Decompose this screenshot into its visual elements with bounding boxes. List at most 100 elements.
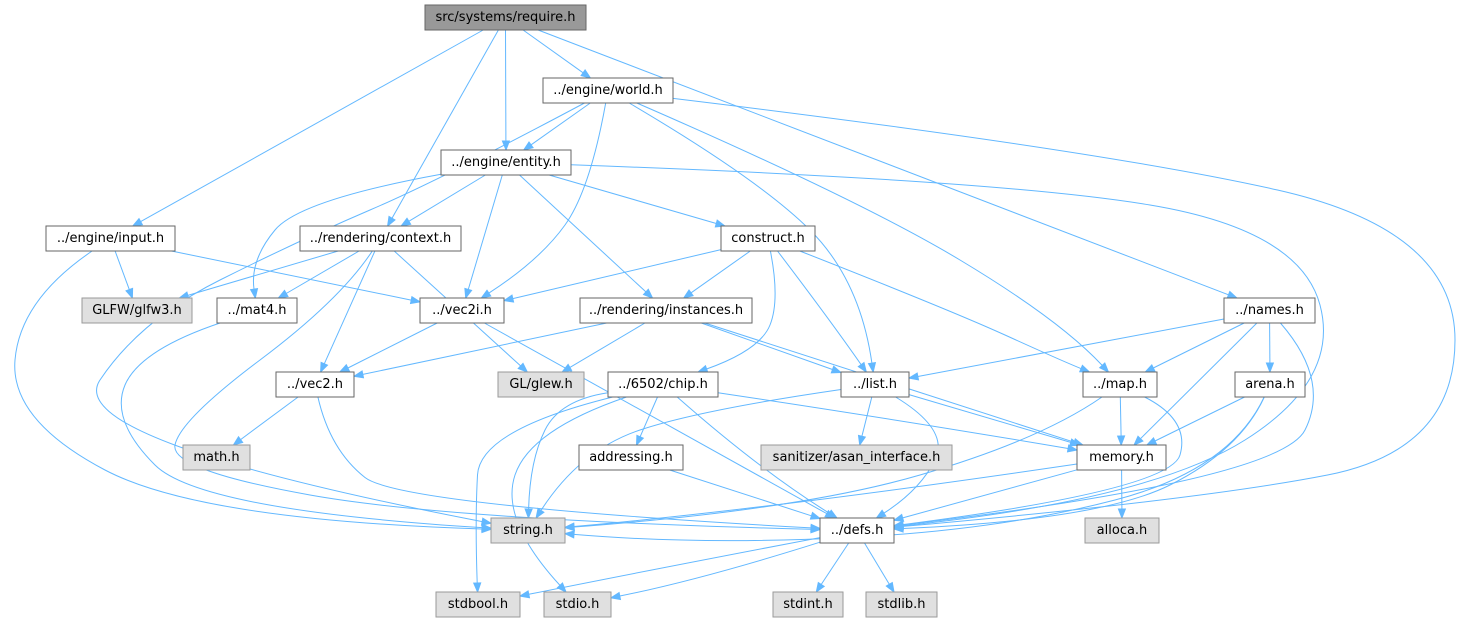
arrowhead-icon xyxy=(560,363,573,373)
arrowhead-icon xyxy=(1226,290,1239,299)
edge-line xyxy=(1140,322,1258,440)
node-label: GL/glew.h xyxy=(509,377,572,392)
node-box xyxy=(440,149,572,176)
edge-require-to-names xyxy=(537,29,1239,299)
arrowhead-icon xyxy=(714,219,727,228)
arrowhead-icon xyxy=(535,507,545,520)
node-entity[interactable]: ../engine/entity.h xyxy=(440,149,572,176)
node-glfw: GLFW/glfw3.h xyxy=(81,297,193,324)
edge-construct-to-chip xyxy=(696,250,776,373)
arrowhead-icon xyxy=(472,582,482,594)
arrowhead-icon xyxy=(386,215,396,228)
edge-chip-to-stdbool xyxy=(472,396,613,594)
edge-input-to-glfw xyxy=(114,250,134,300)
node-list[interactable]: ../list.h xyxy=(840,371,910,398)
node-box xyxy=(542,77,674,104)
node-vec2i[interactable]: ../vec2i.h xyxy=(419,297,505,324)
arrowhead-icon xyxy=(464,287,473,300)
node-box xyxy=(419,297,505,324)
edge-line xyxy=(114,250,130,290)
arrowhead-icon xyxy=(907,372,920,381)
node-context[interactable]: ../rendering/context.h xyxy=(299,225,462,252)
edge-line xyxy=(573,396,1265,542)
node-box xyxy=(216,297,298,324)
node-box xyxy=(1082,371,1158,398)
node-box xyxy=(424,4,587,31)
node-label: ../rendering/instances.h xyxy=(589,303,743,318)
node-input[interactable]: ../engine/input.h xyxy=(45,225,176,252)
node-label: ../map.h xyxy=(1093,377,1147,392)
node-addressing[interactable]: addressing.h xyxy=(578,444,684,471)
edge-line xyxy=(717,392,1069,449)
edge-line xyxy=(864,542,890,585)
edge-instances-to-vec2 xyxy=(352,322,607,379)
arrowhead-icon xyxy=(867,362,877,374)
arrowhead-icon xyxy=(1098,362,1110,374)
edge-vec2i-to-vec2 xyxy=(338,322,438,373)
edge-line xyxy=(619,541,821,597)
edge-entity-to-context xyxy=(399,174,486,227)
node-label: string.h xyxy=(503,523,553,538)
edge-line xyxy=(530,102,591,146)
edge-chip-to-addressing xyxy=(635,396,658,447)
edge-defs-to-stdint xyxy=(815,542,850,594)
node-map[interactable]: ../map.h xyxy=(1082,371,1158,398)
edge-list-to-asan xyxy=(857,396,873,447)
node-label: stdint.h xyxy=(783,597,832,612)
node-label: stdio.h xyxy=(556,597,600,612)
edge-require-to-entity xyxy=(501,29,511,152)
node-label: ../rendering/context.h xyxy=(310,231,451,246)
node-label: stdbool.h xyxy=(448,597,508,612)
node-arena[interactable]: arena.h xyxy=(1234,371,1306,398)
arrowhead-icon xyxy=(481,523,493,532)
node-names[interactable]: ../names.h xyxy=(1223,297,1316,324)
node-instances[interactable]: ../rendering/instances.h xyxy=(579,297,753,324)
arrowhead-icon xyxy=(682,289,694,299)
edge-names-to-map xyxy=(1144,322,1245,373)
edge-line xyxy=(475,396,613,584)
edge-line xyxy=(347,322,438,369)
node-label: ../vec2.h xyxy=(287,377,343,392)
edges-layer xyxy=(14,29,1456,601)
node-stdlib: stdlib.h xyxy=(865,591,938,618)
node-memory[interactable]: memory.h xyxy=(1076,444,1167,471)
edge-line xyxy=(528,537,821,595)
edge-line xyxy=(537,29,1229,296)
edge-memory-to-alloca xyxy=(1117,469,1127,520)
edge-names-to-list xyxy=(907,318,1225,381)
edge-context-to-mat4 xyxy=(277,250,360,299)
node-vec2[interactable]: ../vec2.h xyxy=(275,371,355,398)
edge-instances-to-glew xyxy=(560,322,646,373)
node-label: GLFW/glfw3.h xyxy=(92,303,182,318)
arrowhead-icon xyxy=(810,523,822,533)
edge-line xyxy=(777,250,862,365)
arrowhead-icon xyxy=(885,581,895,594)
node-label: ../engine/input.h xyxy=(57,231,164,246)
node-label: ../6502/chip.h xyxy=(618,377,708,392)
arrowhead-icon xyxy=(580,69,592,79)
node-world[interactable]: ../engine/world.h xyxy=(542,77,674,104)
edge-context-to-defs xyxy=(174,250,822,534)
node-construct[interactable]: construct.h xyxy=(720,225,816,252)
edge-line xyxy=(902,396,1265,529)
node-chip[interactable]: ../6502/chip.h xyxy=(607,371,719,398)
edge-defs-to-stdlib xyxy=(864,542,895,594)
edge-line xyxy=(639,396,658,438)
arrowhead-icon xyxy=(517,362,529,373)
edge-mat4-to-string xyxy=(120,322,493,532)
arrowhead-icon xyxy=(815,581,826,594)
edge-line xyxy=(528,392,609,510)
edge-line xyxy=(569,322,646,368)
edge-line xyxy=(140,29,484,223)
edge-line xyxy=(522,29,584,74)
node-defs[interactable]: ../defs.h xyxy=(819,517,895,544)
node-box xyxy=(435,591,521,618)
edge-line xyxy=(323,250,376,365)
node-label: sanitizer/asan_interface.h xyxy=(773,450,941,465)
node-box xyxy=(45,225,176,252)
node-require: src/systems/require.h xyxy=(424,4,587,31)
edge-line xyxy=(484,322,827,515)
node-label: ../engine/world.h xyxy=(553,83,663,98)
edge-entity-to-vec2i xyxy=(464,174,503,300)
node-mat4[interactable]: ../mat4.h xyxy=(216,297,298,324)
